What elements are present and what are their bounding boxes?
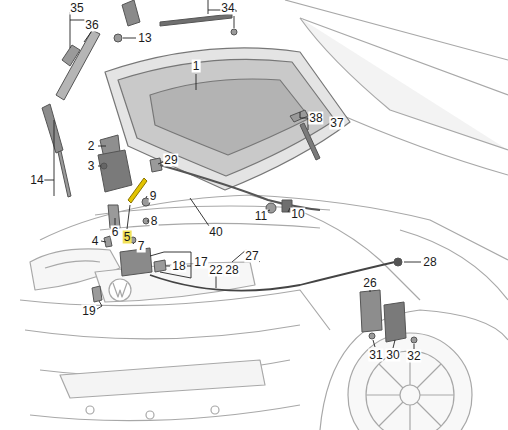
callout-number: 6 (111, 226, 120, 239)
callout-number: 19 (81, 305, 96, 318)
callout-number: 18 (171, 260, 186, 273)
callout-number: 4 (91, 235, 100, 248)
callout-number: 38 (308, 112, 323, 125)
callout-number: 30 (385, 349, 400, 362)
callout-number: 7 (137, 240, 146, 253)
callout-number: 2 (87, 140, 96, 153)
callout-number: 5 (123, 231, 132, 244)
callout-number: 11 (254, 210, 268, 223)
callout-number: 28 (224, 264, 239, 277)
callout-number: 27 (244, 250, 259, 263)
callout-number: 36 (84, 19, 99, 32)
callout-number: 22 (208, 264, 223, 277)
callout-number: 40 (208, 226, 223, 239)
callout-number: 34 (220, 1, 235, 14)
callout-number: 31 (368, 349, 383, 362)
callout-number: 17 (193, 256, 208, 269)
callout-number: 14 (29, 174, 44, 187)
callout-number: 28 (422, 256, 437, 269)
callout-number: 9 (149, 190, 158, 203)
callout-number: 32 (406, 350, 421, 363)
callout-number: 1 (192, 60, 201, 73)
callout-number: 8 (150, 215, 159, 228)
callout-number: 3 (87, 160, 96, 173)
callout-number: 35 (69, 1, 84, 14)
callout-number: 10 (290, 208, 305, 221)
callout-number: 37 (329, 117, 344, 130)
callout-number: 29 (163, 154, 178, 167)
callout-number: 26 (362, 277, 377, 290)
callout-number: 13 (137, 32, 152, 45)
